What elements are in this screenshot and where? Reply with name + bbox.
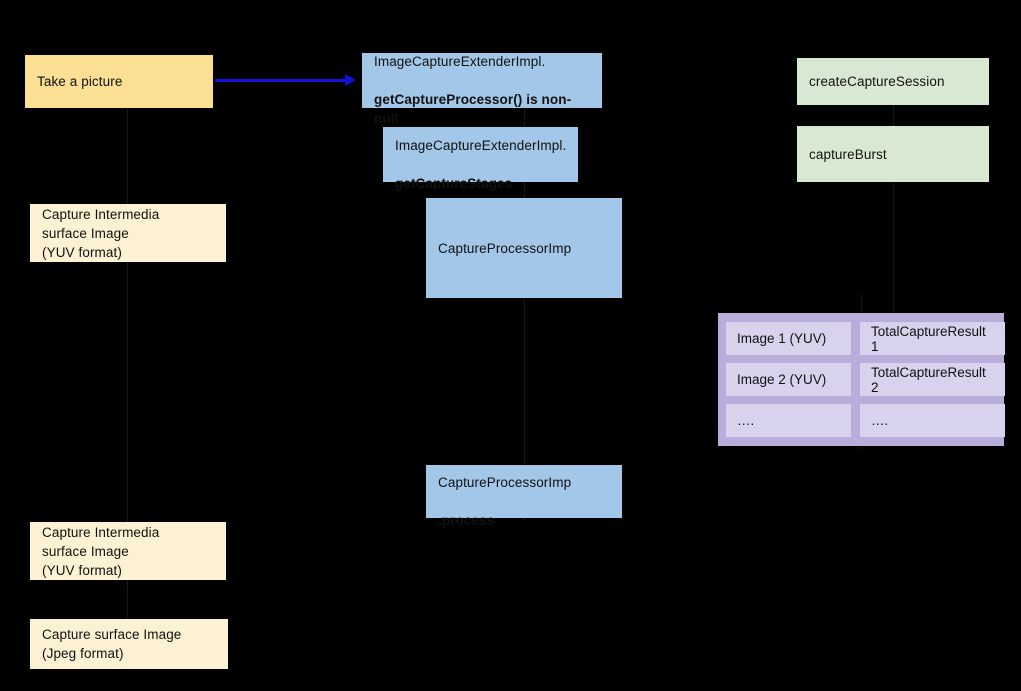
get-capture-stages-line2: getCaptureStages: [395, 175, 513, 191]
capture-intermedia-surface-image-yuv-top-box[interactable]: Capture Intermedia surface Image (YUV fo…: [30, 204, 226, 262]
get-capture-processor-line1: ImageCaptureExtenderImpl.: [374, 54, 546, 69]
get-capture-processor-box[interactable]: ImageCaptureExtenderImpl. getCaptureProc…: [362, 53, 602, 126]
results-cell-total-capture-result-more[interactable]: ….: [860, 404, 1005, 437]
take-a-picture-label: Take a picture: [37, 74, 123, 89]
take-a-picture-box[interactable]: Take a picture: [25, 55, 213, 108]
capture-intermedia-yuv-top-label: Capture Intermedia surface Image (YUV fo…: [42, 206, 160, 260]
capture-results-table: Image 1 (YUV) Image 2 (YUV) …. TotalCapt…: [718, 313, 1005, 446]
results-cell-image-more[interactable]: ….: [726, 404, 851, 437]
capture-processor-imp-process-line2: .process: [438, 512, 495, 528]
create-capture-session-label: createCaptureSession: [809, 74, 945, 89]
capture-intermedia-yuv-bottom-label: Capture Intermedia surface Image (YUV fo…: [42, 524, 160, 578]
capture-processor-imp-process-box[interactable]: CaptureProcessorImp .process: [426, 465, 622, 528]
results-cell-image-2[interactable]: Image 2 (YUV): [726, 363, 851, 396]
capture-processor-imp-process-line1: CaptureProcessorImp: [438, 474, 572, 490]
capture-surface-jpeg-label: Capture surface Image (Jpeg format): [42, 627, 182, 661]
take-a-picture-to-get-capture-processor-arrow: [215, 79, 348, 82]
capture-processor-imp-label: CaptureProcessorImp: [438, 240, 572, 256]
results-cell-total-capture-result-1[interactable]: TotalCaptureResult 1: [860, 322, 1005, 355]
capture-burst-label: captureBurst: [809, 146, 887, 162]
total-capture-results-column: TotalCaptureResult 1 TotalCaptureResult …: [860, 322, 1005, 437]
lifeline-center-column: [524, 100, 525, 520]
lifeline-right-column: [893, 100, 894, 330]
capture-intermedia-surface-image-yuv-bottom-box[interactable]: Capture Intermedia surface Image (YUV fo…: [30, 522, 226, 580]
get-capture-processor-line2: getCaptureProcessor() is non-null: [374, 92, 572, 126]
capture-processor-imp-box[interactable]: CaptureProcessorImp: [426, 198, 622, 298]
arrow-head-icon: [345, 74, 356, 86]
capture-surface-image-jpeg-box[interactable]: Capture surface Image (Jpeg format): [30, 619, 228, 669]
images-column: Image 1 (YUV) Image 2 (YUV) ….: [726, 322, 851, 437]
create-capture-session-box[interactable]: createCaptureSession: [797, 58, 989, 105]
results-cell-total-capture-result-2[interactable]: TotalCaptureResult 2: [860, 363, 1005, 396]
results-cell-image-1[interactable]: Image 1 (YUV): [726, 322, 851, 355]
get-capture-stages-box[interactable]: ImageCaptureExtenderImpl. getCaptureStag…: [383, 127, 578, 191]
lifeline-left-column: [127, 100, 128, 660]
get-capture-stages-line1: ImageCaptureExtenderImpl.: [395, 137, 567, 153]
capture-burst-box[interactable]: captureBurst: [797, 126, 989, 182]
